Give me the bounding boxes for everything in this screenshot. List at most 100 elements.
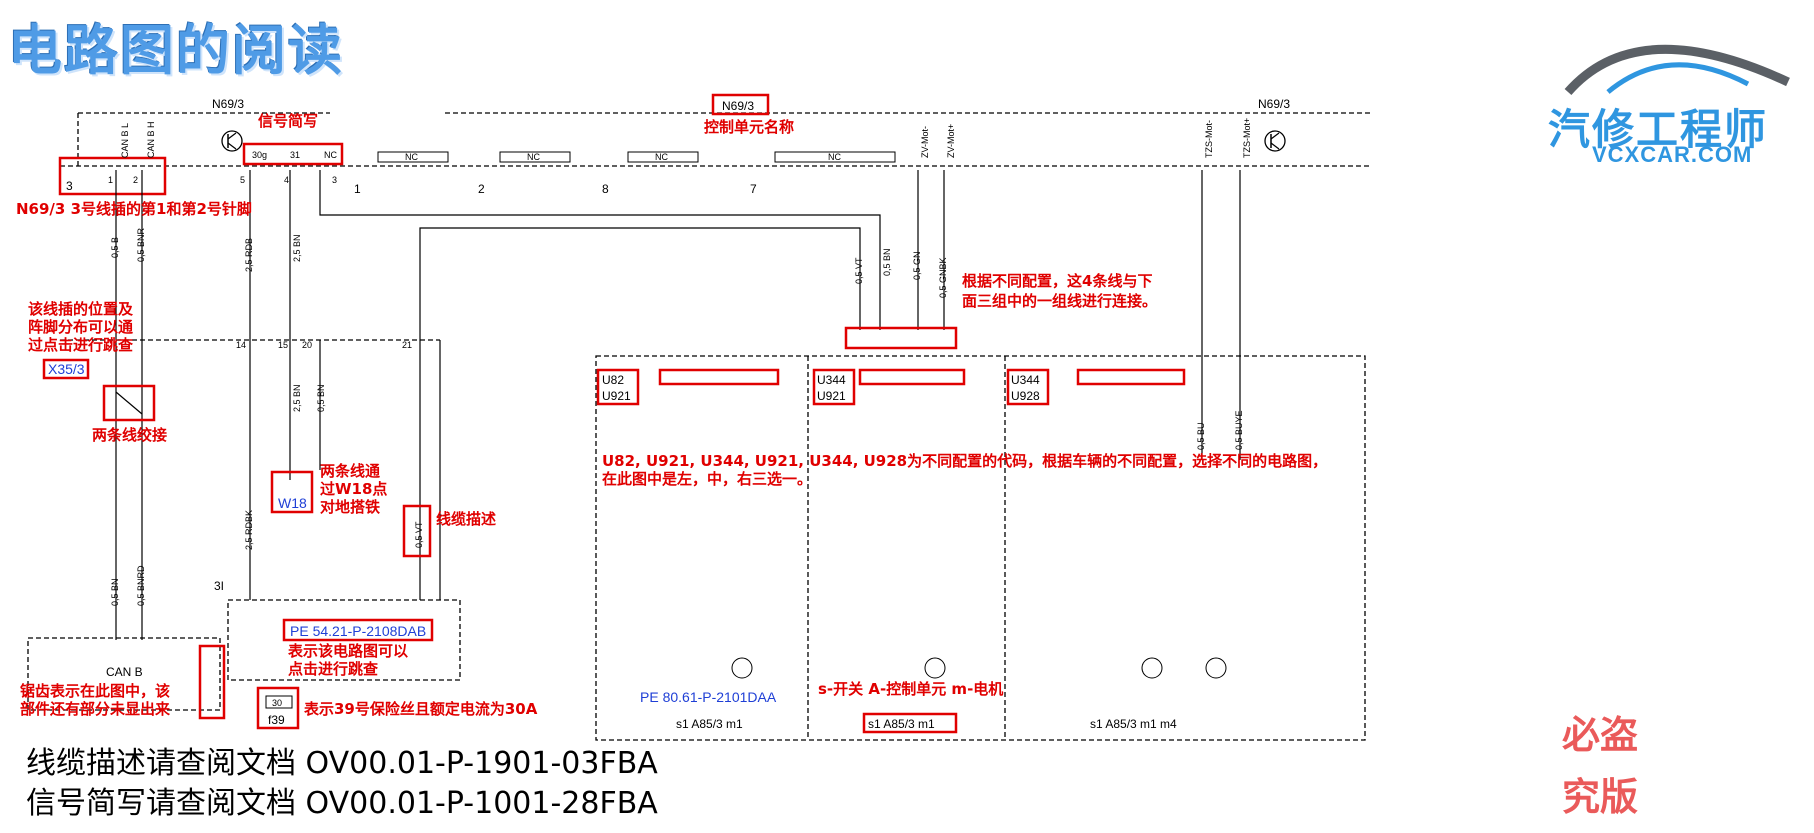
annotation-code-1: U82, U921, U344, U921, U344, U928为不同配置的代… <box>602 452 1327 470</box>
connector-7-label: 7 <box>750 182 757 196</box>
code-u344: U344 <box>817 373 846 387</box>
pe1-box <box>282 618 434 642</box>
pin-31: 31 <box>290 150 300 160</box>
bottom-mid-box <box>862 712 958 734</box>
nc-label-3: NC <box>655 152 668 162</box>
pin-zv-mot-minus: ZV-Mot- <box>920 126 930 158</box>
pin-nc: NC <box>324 150 337 160</box>
pin-2: 2 <box>133 175 138 185</box>
wire-label-25bn: 2,5 BN <box>292 234 302 262</box>
pin-can-l: CAN B L <box>120 123 130 158</box>
annotation-conn-pos-3: 过点击进行跳查 <box>28 336 134 354</box>
footer-line-1: 线缆描述请查阅文档 OV00.01-P-1901-03FBA <box>26 746 658 781</box>
stamp-line-2: 究版 <box>1562 775 1639 819</box>
fuse-symbol <box>265 695 293 709</box>
footer-notes: 线缆描述请查阅文档 OV00.01-P-1901-03FBA 信号简写请查阅文档… <box>26 744 658 824</box>
pin-5: 5 <box>240 175 245 185</box>
annotation-signal-abbr: 信号简写 <box>258 112 318 130</box>
code-u82: U82 <box>602 373 624 387</box>
fuse-box <box>256 686 300 730</box>
cable-desc-label: 0,5 VT <box>414 521 424 548</box>
pin-21: 21 <box>402 340 412 350</box>
code-u921: U921 <box>602 389 631 403</box>
code-u921-b: U921 <box>817 389 846 403</box>
unit-name-box <box>711 93 770 116</box>
w18-link[interactable]: W18 <box>278 495 307 511</box>
wire-label-05bn: 0,5 BN <box>882 248 892 276</box>
x35-3-link[interactable]: X35/3 <box>48 361 85 377</box>
code-u928: U928 <box>1011 389 1040 403</box>
annotation-conn-pos-2: 阵脚分布可以通 <box>28 318 133 336</box>
annotation-switch-desc: s-开关 A-控制单元 m-电机 <box>818 680 1003 698</box>
wire-label-05bn-c: 0,5 BN <box>110 578 120 606</box>
group-right-pins <box>1076 368 1186 386</box>
unit-label-center: N69/3 <box>722 99 754 113</box>
fuse-value: 30 <box>272 698 282 708</box>
nc-label-2: NC <box>527 152 540 162</box>
saw-tooth-box <box>198 644 226 720</box>
stamp-line-1: 必盗 <box>1562 713 1639 757</box>
transistor-icon-right <box>1264 130 1286 152</box>
annotation-jump-1: 表示该电路图可以 <box>288 642 408 660</box>
annotation-code-2: 在此图中是左，中，右三选一。 <box>602 470 812 488</box>
pin-30g: 30g <box>252 150 267 160</box>
wire-label-05bnrd: 0,5 BNRD <box>136 565 146 606</box>
pin-tzs-mot-plus: TZS-Mot+ <box>1242 118 1252 158</box>
pin-tzs-mot-minus: TZS-Mot- <box>1204 120 1214 158</box>
page-title: 电路图的阅读 <box>8 19 344 82</box>
annotation-ground-1: 两条线通 <box>320 462 380 480</box>
car-logo-icon <box>1564 44 1790 95</box>
u82-box <box>596 368 640 406</box>
connector-pin-box <box>58 156 167 196</box>
annotation-fuse-desc: 表示39号保险丝且额定电流为30A <box>304 700 538 718</box>
annotation-saw-2: 部件还有部分未显出来 <box>20 700 171 718</box>
wire-label-05bn-b: 0,5 BN <box>316 384 326 412</box>
u344-box <box>812 368 856 406</box>
wire-label-25bn-b: 2,5 BN <box>292 384 302 412</box>
w18-box <box>270 470 314 514</box>
twist-mark <box>115 391 143 415</box>
bottom-label-mid: s1 A85/3 m1 <box>868 717 935 731</box>
connector-8-label: 8 <box>602 182 609 196</box>
annotation-config-1: 根据不同配置，这4条线与下 <box>962 272 1152 290</box>
watermark-stamp: 必盗 究版 <box>1562 704 1638 828</box>
wire-label-05bu: 0,5 BU <box>1196 422 1206 450</box>
logo-name: 汽修工程师 <box>1548 105 1769 154</box>
pin-15: 15 <box>278 340 288 350</box>
group-mid-pins <box>858 368 966 386</box>
x35-3-box <box>42 358 90 380</box>
wire-label-05b: 0,5 B <box>110 237 120 258</box>
pin-14: 14 <box>236 340 246 350</box>
twisted-wire-box <box>102 384 156 422</box>
signal-abbr-box <box>242 142 344 166</box>
pin-3: 3 <box>332 175 337 185</box>
annotation-ground-3: 对地搭铁 <box>320 498 380 516</box>
fuse-3i-label: 3I <box>214 579 224 593</box>
cable-desc-box <box>402 504 432 558</box>
motor-icons <box>731 657 1227 679</box>
annotation-unit-name: 控制单元名称 <box>704 118 794 136</box>
group-left-pins <box>658 368 780 386</box>
config-wire-box <box>844 326 958 350</box>
nc-connector-group <box>377 151 896 163</box>
annotation-cable-desc: 线缆描述 <box>436 510 496 528</box>
wire-label-05buye: 0,5 BUYE <box>1234 410 1244 450</box>
annotation-jump-2: 点击进行跳查 <box>288 660 379 678</box>
u344b-box <box>1006 368 1050 406</box>
bottom-label-left: s1 A85/3 m1 <box>676 717 743 731</box>
pin-1: 1 <box>108 175 113 185</box>
pe2-link[interactable]: PE 80.61-P-2101DAA <box>640 689 777 705</box>
wire-label-05bnr: 0,5 BNR <box>136 227 146 262</box>
pe1-link[interactable]: PE 54.21-P-2108DAB <box>290 623 426 639</box>
annotation-saw-1: 锯齿表示在此图中，该 <box>20 682 170 700</box>
annotation-ground-2: 过W18点 <box>320 480 387 498</box>
can-b-label: CAN B <box>106 665 143 679</box>
connector-2-label: 2 <box>478 182 485 196</box>
nc-label-1: NC <box>405 152 418 162</box>
nc-label-4: NC <box>828 152 841 162</box>
wire-label-05vt: 0,5 VT <box>854 257 864 284</box>
footer-line-2: 信号简写请查阅文档 OV00.01-P-1001-28FBA <box>26 786 658 821</box>
annotation-twisted: 两条线绞接 <box>92 426 167 444</box>
bottom-label-right: s1 A85/3 m1 m4 <box>1090 717 1177 731</box>
